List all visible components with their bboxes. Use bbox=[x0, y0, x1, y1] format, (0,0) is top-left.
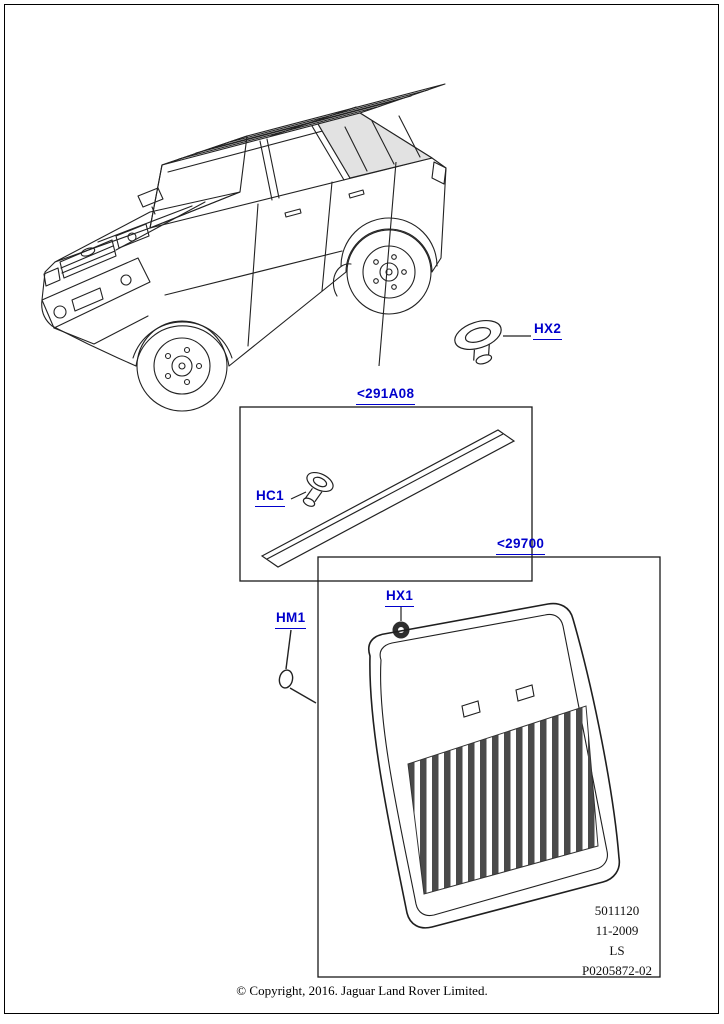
page-border bbox=[4, 4, 719, 1014]
trim-strip bbox=[260, 429, 516, 568]
clip-hc1 bbox=[290, 471, 334, 507]
quarter-glass-panel bbox=[368, 602, 621, 929]
clip-hm1 bbox=[278, 629, 317, 704]
trim-strip-box bbox=[239, 406, 533, 582]
plate-info: 5011120 11-2009 LS P0205872-02 bbox=[552, 901, 682, 981]
plate-model-code: LS bbox=[609, 943, 625, 958]
plate-date: 11-2009 bbox=[595, 923, 639, 938]
side-mirror bbox=[137, 187, 164, 208]
clip-hx2 bbox=[454, 319, 531, 365]
front-wheel bbox=[132, 320, 233, 412]
callout-291a08: <291A08 bbox=[356, 386, 416, 405]
callout-hc1: HC1 bbox=[255, 488, 285, 507]
callout-hx2: HX2 bbox=[533, 321, 563, 340]
vehicle-illustration bbox=[41, 83, 447, 412]
rear-wheel bbox=[340, 217, 438, 315]
glass-panel-box bbox=[317, 556, 661, 978]
callout-hm1: HM1 bbox=[275, 610, 307, 629]
plate-part-number: 5011120 bbox=[594, 903, 640, 918]
plate-drawing-ref: P0205872-02 bbox=[581, 963, 653, 978]
glass-frit-stripes bbox=[407, 705, 599, 895]
leader-line-quarter-window bbox=[378, 161, 397, 367]
callout-29700: <29700 bbox=[496, 536, 546, 555]
copyright-line: © Copyright, 2016. Jaguar Land Rover Lim… bbox=[236, 983, 488, 998]
grommet-hx1 bbox=[392, 607, 410, 639]
callout-hx1: HX1 bbox=[385, 588, 415, 607]
